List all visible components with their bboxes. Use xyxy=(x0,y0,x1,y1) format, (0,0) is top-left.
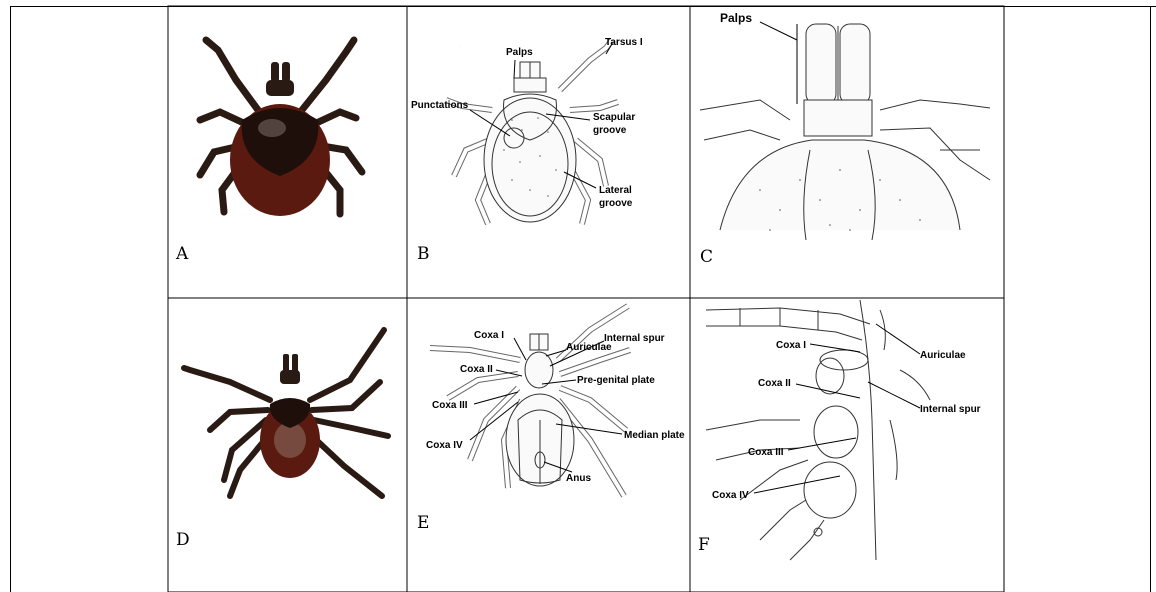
label-lateral: Lateral xyxy=(599,185,632,196)
label-coxa-i-f: Coxa I xyxy=(776,340,806,351)
label-coxa-iv-e: Coxa IV xyxy=(426,440,463,451)
label-palps: Palps xyxy=(506,47,533,58)
capitulum-drawing xyxy=(700,24,990,240)
label-internal-spur-e: Internal spur xyxy=(604,333,665,344)
label-coxa-iv-f: Coxa IV xyxy=(712,490,749,501)
label-scapular-groove: groove xyxy=(593,125,627,136)
panel-letter-c: C xyxy=(700,247,713,267)
label-coxa-iii-f: Coxa III xyxy=(748,447,784,458)
tick-photo-female xyxy=(200,40,362,216)
label-lateral-groove: groove xyxy=(599,198,633,209)
coxae-drawing xyxy=(706,300,930,560)
label-coxa-i-e: Coxa I xyxy=(474,330,504,341)
label-scapular: Scapular xyxy=(593,112,635,123)
label-internal-spur-f: Internal spur xyxy=(920,404,981,415)
panel-d: D xyxy=(176,330,388,550)
label-pre-genital-plate: Pre-genital plate xyxy=(577,375,655,386)
panel-letter-a: A xyxy=(175,244,189,264)
panel-c: Palps C xyxy=(700,11,990,267)
label-palps-c: Palps xyxy=(720,11,752,25)
panel-letter-d: D xyxy=(176,530,190,550)
panel-grid xyxy=(168,6,1004,592)
leader-palps-c2 xyxy=(760,22,797,40)
panel-a: A xyxy=(175,40,362,264)
panel-f: Coxa I Auriculae Coxa II Internal spur C… xyxy=(698,300,981,560)
label-coxa-ii-e: Coxa II xyxy=(460,364,493,375)
label-punctations: Punctations xyxy=(411,100,469,111)
panel-letter-e: E xyxy=(417,513,429,533)
panel-e: Coxa I Auriculae Internal spur Coxa II P… xyxy=(417,306,685,533)
label-coxa-iii-e: Coxa III xyxy=(432,400,468,411)
label-tarsus-i: Tarsus I xyxy=(605,37,643,48)
label-anus: Anus xyxy=(566,473,591,484)
label-coxa-ii-f: Coxa II xyxy=(758,378,791,389)
label-auriculae-f: Auriculae xyxy=(920,350,966,361)
label-median-plate: Median plate xyxy=(624,430,685,441)
panel-letter-f: F xyxy=(698,535,710,555)
tick-photo-ventral xyxy=(184,330,388,496)
panel-letter-b: B xyxy=(417,244,430,264)
panel-b: Palps Tarsus I Punctations Scapular groo… xyxy=(411,37,643,264)
